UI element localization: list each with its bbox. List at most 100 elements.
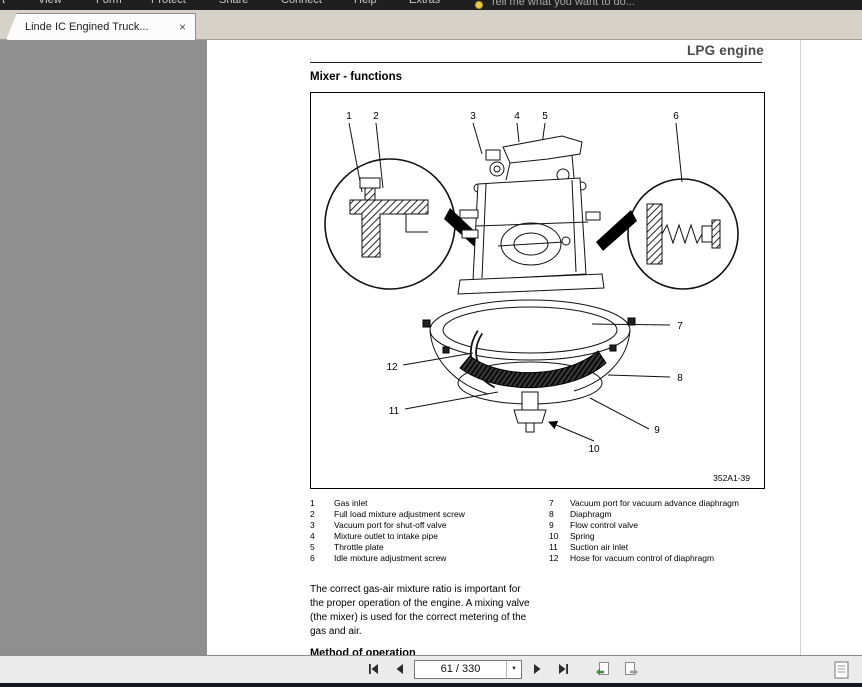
legend-item-number: 3 xyxy=(310,520,315,530)
legend-item-text: Hose for vacuum control of diaphragm xyxy=(570,553,715,563)
figure-callout: 3 xyxy=(470,111,476,122)
legend-item: 9 Flow control valve xyxy=(549,520,765,531)
document-tab-label: Linde IC Engined Truck... xyxy=(25,21,149,33)
first-page-icon xyxy=(368,664,378,674)
tab-bar: Linde IC Engined Truck... × xyxy=(0,10,862,40)
last-page-button[interactable] xyxy=(552,659,574,679)
menu-bar: t View Form Protect Share Connect Help E… xyxy=(0,0,862,10)
section-title: Mixer - functions xyxy=(310,71,403,83)
mixer-figure: 1 2 3 4 5 6 7 8 9 10 11 12 352A1-39 xyxy=(310,92,765,489)
legend-item: 5 Throttle plate xyxy=(310,542,542,553)
last-page-icon xyxy=(558,664,568,674)
document-tab[interactable]: Linde IC Engined Truck... × xyxy=(6,13,196,40)
legend-item-text: Flow control valve xyxy=(570,520,639,530)
previous-view-icon xyxy=(596,662,609,676)
chevron-down-icon[interactable]: ▼ xyxy=(506,660,521,678)
right-inset-circle xyxy=(627,178,739,290)
menu-item-protect[interactable]: Protect xyxy=(151,0,186,6)
figure-callout: 7 xyxy=(677,321,683,332)
menu-item-view[interactable]: View xyxy=(38,0,62,6)
figure-callout: 4 xyxy=(514,111,520,122)
single-page-layout-icon xyxy=(834,661,849,679)
legend-item-number: 12 xyxy=(549,553,559,563)
right-pointer-wedge xyxy=(596,210,637,251)
legend-item: 1 Gas inlet xyxy=(310,498,542,509)
next-page-button[interactable] xyxy=(526,659,548,679)
view-history-buttons xyxy=(592,659,642,679)
diaphragm-hatch xyxy=(459,350,607,389)
legend-item-text: Throttle plate xyxy=(334,542,384,552)
legend-item-text: Mixture outlet to intake pipe xyxy=(334,531,438,541)
legend-item-number: 7 xyxy=(549,498,554,508)
legend-item-text: Spring xyxy=(570,531,595,541)
menu-item-help[interactable]: Help xyxy=(354,0,377,6)
menu-item-extras[interactable]: Extras xyxy=(409,0,441,6)
legend-item-text: Suction air inlet xyxy=(570,542,629,552)
figure-callout: 8 xyxy=(677,373,683,384)
body-paragraph: The correct gas-air mixture ratio is imp… xyxy=(310,584,530,637)
legend-item: 2 Full load mixture adjustment screw xyxy=(310,509,542,520)
figure-callout: 9 xyxy=(654,425,660,436)
close-tab-icon[interactable]: × xyxy=(178,20,186,34)
legend-item-number: 8 xyxy=(549,509,554,519)
legend-item-text: Diaphragm xyxy=(570,509,612,519)
page-header: LPG engine xyxy=(686,43,764,58)
legend-item-number: 5 xyxy=(310,542,315,552)
legend-item-text: Full load mixture adjustment screw xyxy=(334,509,465,519)
previous-page-button[interactable] xyxy=(388,659,410,679)
next-view-icon xyxy=(625,662,638,676)
menu-item-share[interactable]: Share xyxy=(219,0,249,6)
menu-item-form[interactable]: Form xyxy=(96,0,122,6)
figure-callout: 2 xyxy=(373,111,379,122)
legend-item-text: Gas inlet xyxy=(334,498,368,508)
right-panel xyxy=(800,40,862,655)
legend-item: 4 Mixture outlet to intake pipe xyxy=(310,531,542,542)
legend-item-text: Idle mixture adjustment screw xyxy=(334,553,447,563)
legend-item: 10 Spring xyxy=(549,531,765,542)
figure-callout: 5 xyxy=(542,111,548,122)
figure-callout: 10 xyxy=(588,444,600,455)
legend-column-left: 1 Gas inlet 2 Full load mixture adjustment… xyxy=(310,498,542,564)
header-rule xyxy=(310,62,762,63)
menu-row: t View Form Protect Share Connect Help E… xyxy=(0,0,862,10)
document-canvas: LPG engine Mixer - functions xyxy=(0,40,862,659)
legend-item-number: 11 xyxy=(549,542,558,552)
legend-item: 3 Vacuum port for shut-off valve xyxy=(310,520,542,531)
legend-item: 8 Diaphragm xyxy=(549,509,765,520)
document-page: LPG engine Mixer - functions xyxy=(207,40,800,659)
figure-callout: 6 xyxy=(673,111,679,122)
legend-item-number: 9 xyxy=(549,520,554,530)
legend-item-number: 1 xyxy=(310,498,315,508)
figure-callout: 12 xyxy=(386,362,398,373)
legend-item-number: 4 xyxy=(310,531,315,541)
tell-me-search-field[interactable]: Tell me what you want to do... xyxy=(490,0,635,8)
bottom-toolbar: 61 / 330 ▼ xyxy=(0,655,862,683)
page-navigation: 61 / 330 ▼ xyxy=(362,659,642,679)
lightbulb-icon xyxy=(475,1,483,9)
legend-item: 12 Hose for vacuum control of diaphragm xyxy=(549,553,765,564)
page-number-combobox[interactable]: 61 / 330 ▼ xyxy=(414,659,522,679)
figure-callouts: 1 2 3 4 5 6 7 8 9 10 11 12 xyxy=(346,111,683,455)
window-bottom-edge xyxy=(0,683,862,687)
menu-item-partial[interactable]: t xyxy=(2,0,6,6)
legend-item-number: 2 xyxy=(310,509,315,519)
single-page-layout-button[interactable] xyxy=(834,661,849,684)
mixer-body xyxy=(429,135,631,433)
previous-page-icon xyxy=(396,664,403,674)
menu-item-connect[interactable]: Connect xyxy=(281,0,322,6)
legend-item: 11 Suction air inlet xyxy=(549,542,765,553)
figure-callout: 11 xyxy=(389,406,400,417)
mixer-diagram: 1 2 3 4 5 6 7 8 9 10 11 12 352A1-39 xyxy=(310,92,765,489)
callout-leader-lines-side xyxy=(402,323,671,442)
left-pointer-wedge xyxy=(444,208,484,249)
legend-item-text: Vacuum port for shut-off valve xyxy=(334,520,447,530)
figure-reference-number: 352A1-39 xyxy=(713,473,750,483)
previous-view-button[interactable] xyxy=(592,659,614,679)
legend-item-number: 10 xyxy=(549,531,559,541)
first-page-button[interactable] xyxy=(362,659,384,679)
next-page-icon xyxy=(533,664,540,674)
next-view-button[interactable] xyxy=(620,659,642,679)
